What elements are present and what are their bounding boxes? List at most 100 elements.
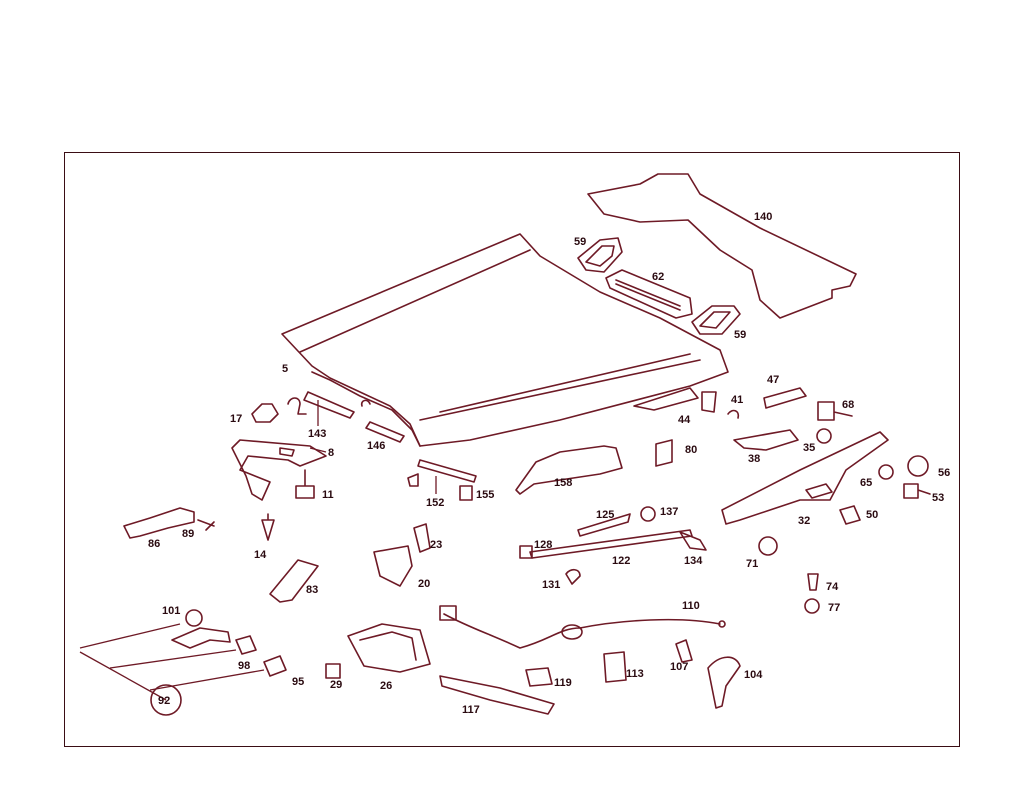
bolt-11 — [295, 469, 315, 499]
callout-95: 95 — [292, 676, 304, 688]
callout-17: 17 — [230, 413, 242, 425]
callout-26: 26 — [380, 680, 392, 692]
seal-strip-upper — [303, 391, 355, 419]
callout-56: 56 — [938, 467, 950, 479]
callout-53: 53 — [932, 492, 944, 504]
callout-38: 38 — [748, 453, 760, 465]
diagram-frame — [64, 152, 960, 747]
nut-56 — [907, 455, 929, 477]
rod-152 — [417, 459, 477, 483]
bushing-98 — [235, 635, 257, 655]
callout-circle-92 — [150, 684, 182, 716]
callout-92: 92 — [158, 695, 170, 707]
cable-end — [718, 620, 726, 628]
callout-98: 98 — [238, 660, 250, 672]
clip-44 — [701, 391, 717, 413]
nut-101 — [185, 609, 203, 627]
sleeve-50 — [839, 505, 861, 525]
callout-71: 71 — [746, 558, 758, 570]
latch-lever — [123, 507, 195, 539]
seal-strip-lower — [365, 421, 405, 443]
callout-134: 134 — [684, 555, 703, 567]
vent-grille-left-inner — [585, 245, 615, 267]
callout-11: 11 — [322, 489, 334, 501]
bracket-small — [407, 473, 419, 487]
leader-lines-92 — [79, 623, 265, 701]
fitting-134 — [679, 531, 707, 551]
callout-137: 137 — [660, 506, 678, 518]
clip-131 — [565, 568, 581, 585]
clip-hook — [360, 399, 371, 407]
bushing-95 — [263, 655, 287, 677]
callout-86: 86 — [148, 538, 160, 550]
housing-26-inner — [359, 631, 417, 661]
wedge-44 — [633, 387, 699, 411]
callout-20: 20 — [418, 578, 430, 590]
lock-20 — [373, 545, 413, 587]
callout-110: 110 — [682, 600, 700, 612]
nut-137 — [640, 506, 656, 522]
seal-158 — [515, 445, 623, 495]
nut-71 — [758, 536, 778, 556]
callout-59-left: 59 — [574, 236, 586, 248]
callout-117: 117 — [462, 704, 480, 716]
housing-26 — [347, 623, 431, 673]
callout-107: 107 — [670, 661, 688, 673]
callout-89: 89 — [182, 528, 194, 540]
callout-128: 128 — [534, 539, 552, 551]
callout-119: 119 — [554, 677, 572, 689]
cable-grommet — [561, 624, 583, 640]
spring-41 — [727, 409, 740, 419]
callout-5: 5 — [282, 363, 288, 375]
grommet-155 — [459, 485, 473, 501]
clip-29 — [325, 663, 341, 679]
handle-104 — [707, 656, 741, 709]
latch-pin — [197, 519, 215, 531]
callout-59-right: 59 — [734, 329, 746, 341]
callout-104: 104 — [744, 669, 763, 681]
screw-107 — [675, 639, 693, 663]
bracket-83 — [269, 559, 319, 603]
clip-17 — [251, 403, 279, 423]
callout-14: 14 — [254, 549, 267, 561]
callout-140: 140 — [754, 211, 772, 223]
callout-68: 68 — [842, 399, 854, 411]
hood-crease-front-2 — [439, 353, 691, 413]
callout-47: 47 — [767, 374, 779, 386]
hinge-arm-32 — [721, 431, 889, 525]
vent-grille-center — [605, 269, 693, 319]
gas-strut-122 — [529, 529, 693, 559]
grommet-119 — [525, 667, 553, 687]
callout-83: 83 — [306, 584, 318, 596]
fitting-128 — [519, 545, 533, 559]
screw-74 — [807, 573, 819, 591]
washer-65 — [878, 464, 894, 480]
bracket-38 — [733, 429, 799, 451]
clip-113 — [603, 651, 627, 683]
clip-80 — [655, 439, 673, 467]
callout-80: 80 — [685, 444, 697, 456]
hinge-plate-hole — [279, 447, 295, 457]
rod-125 — [577, 513, 631, 537]
callout-50: 50 — [866, 509, 878, 521]
hood-hinge-plate — [231, 439, 327, 501]
callout-74: 74 — [826, 581, 839, 593]
callout-101: 101 — [162, 605, 180, 617]
hood-crease — [299, 249, 531, 353]
cable-guide-117 — [439, 675, 555, 715]
leader-8 — [309, 447, 327, 453]
callout-155: 155 — [476, 489, 494, 501]
callout-62: 62 — [652, 271, 664, 283]
callout-8: 8 — [328, 447, 334, 459]
callout-35: 35 — [803, 442, 815, 454]
callout-32: 32 — [798, 515, 810, 527]
nut-77 — [804, 598, 820, 614]
bolt-68 — [817, 401, 853, 421]
insulation-mat — [587, 173, 857, 319]
callout-158: 158 — [554, 477, 572, 489]
screw-23 — [413, 523, 431, 553]
callout-125: 125 — [596, 509, 614, 521]
vent-grille-right-inner — [699, 311, 731, 329]
hood-panel — [281, 233, 729, 447]
